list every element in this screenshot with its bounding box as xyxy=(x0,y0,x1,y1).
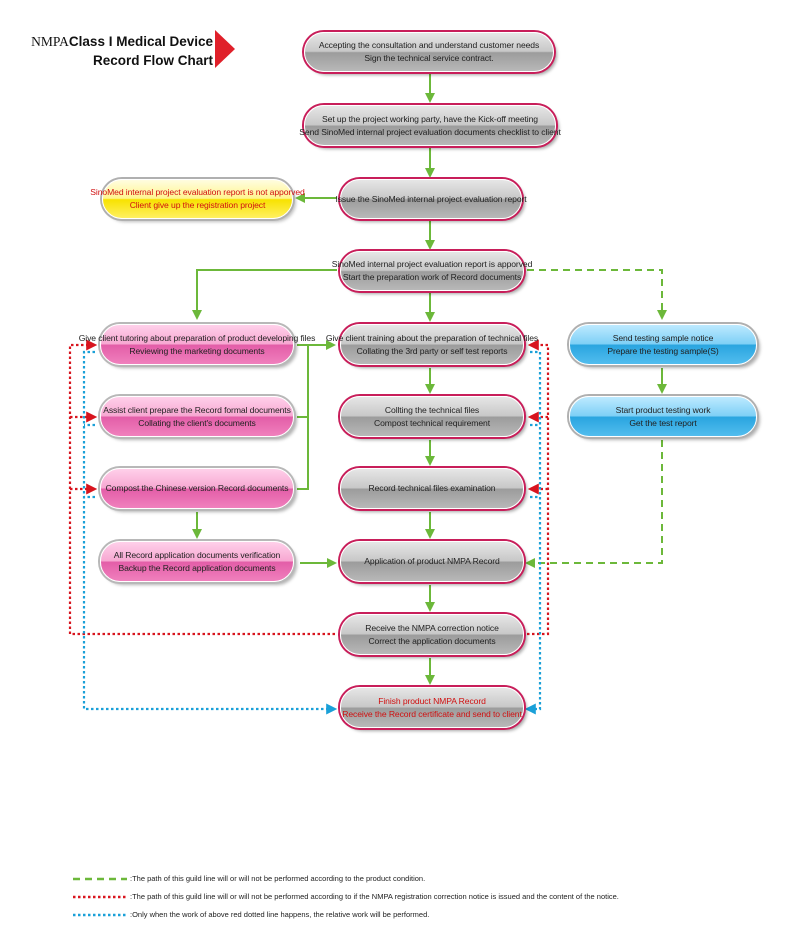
step-not-approved-line1: SinoMed internal project evaluation repo… xyxy=(90,187,305,197)
legend-blue-text: :Only when the work of above red dotted … xyxy=(130,910,430,919)
step-collating-line1: Collting the technical files xyxy=(384,404,480,415)
step-examination-line1: Record technical files examination xyxy=(368,483,496,493)
step-correction-line2: Correct the application documents xyxy=(368,635,496,646)
step-consultation-line1: Accepting the consultation and understan… xyxy=(318,40,540,50)
step-approved: SinoMed internal project evaluation repo… xyxy=(332,251,532,291)
step-assist: Assist client prepare the Record formal … xyxy=(100,396,294,437)
step-training-line1: Give client training about the preparati… xyxy=(325,332,539,343)
title-prefix: NMPA xyxy=(31,34,69,49)
step-chinese: Compost the Chinese version Record docum… xyxy=(100,468,294,509)
step-collating: Collting the technical files Compost tec… xyxy=(340,396,524,437)
legend-green-dashed: :The path of this guild line will or wil… xyxy=(72,874,425,883)
step-assist-line1: Assist client prepare the Record formal … xyxy=(103,404,291,415)
step-tutoring-line2: Reviewing the marketing documents xyxy=(129,345,265,356)
red-dotted-line-icon xyxy=(73,895,127,898)
step-verification-line2: Backup the Record application documents xyxy=(118,562,276,573)
step-evaluation-report: Issue the SinoMed internal project evalu… xyxy=(335,179,527,219)
step-verification: All Record application documents verific… xyxy=(100,541,294,582)
step-project-party: Set up the project working party, have t… xyxy=(299,105,561,146)
page-title: NMPAClass I Medical Device Record Flow C… xyxy=(20,32,213,70)
step-consultation: Accepting the consultation and understan… xyxy=(304,32,554,72)
step-assist-line2: Collating the client's documents xyxy=(138,417,256,428)
legend-red-text: :The path of this guild line will or wil… xyxy=(130,892,619,901)
dashed-testing-to-application xyxy=(525,440,663,568)
step-testing-work-line2: Get the test report xyxy=(629,417,697,428)
step-examination: Record technical files examination xyxy=(340,468,524,509)
step-not-approved-line2: Client give up the registration project xyxy=(129,200,266,210)
blue-dotted-left-to-finish xyxy=(82,350,338,715)
step-correction-line1: Receive the NMPA correction notice xyxy=(365,622,499,633)
legend-green-text: :The path of this guild line will or wil… xyxy=(130,874,426,883)
step-evaluation-report-line1: Issue the SinoMed internal project evalu… xyxy=(335,193,527,204)
legend-red-dotted: :The path of this guild line will or wil… xyxy=(72,892,619,901)
title-arrow-icon xyxy=(215,30,235,68)
blue-dotted-line-icon xyxy=(73,913,127,916)
step-project-party-line1: Set up the project working party, have t… xyxy=(322,113,538,124)
step-finish-line1: Finish product NMPA Record xyxy=(378,695,486,706)
step-correction: Receive the NMPA correction notice Corre… xyxy=(340,614,524,655)
step-not-approved: SinoMed internal project evaluation repo… xyxy=(90,179,305,219)
step-chinese-line1: Compost the Chinese version Record docum… xyxy=(105,483,289,493)
step-verification-line1: All Record application documents verific… xyxy=(113,549,281,560)
step-testing-notice: Send testing sample notice Prepare the t… xyxy=(569,324,757,365)
title-line2: Record Flow Chart xyxy=(92,53,213,68)
title-line1: Class I Medical Device xyxy=(68,34,213,49)
red-dotted-correction-left xyxy=(68,339,335,636)
blue-dotted-right-to-finish xyxy=(524,350,542,715)
step-testing-work: Start product testing work Get the test … xyxy=(569,396,757,437)
step-training: Give client training about the preparati… xyxy=(326,324,538,365)
step-testing-notice-line2: Prepare the testing sample(S) xyxy=(607,345,719,356)
step-approved-line1: SinoMed internal project evaluation repo… xyxy=(331,259,533,269)
step-consultation-line2: Sign the technical service contract. xyxy=(364,53,494,63)
step-project-party-line2: Send SinoMed internal project evaluation… xyxy=(299,126,561,137)
arrow-approved-to-tutoring xyxy=(192,269,337,320)
step-training-line2: Collating the 3rd party or self test rep… xyxy=(356,345,508,356)
step-approved-line2: Start the preparation work of Record doc… xyxy=(342,272,522,282)
step-tutoring: Give client tutoring about preparation o… xyxy=(79,324,315,365)
green-dashed-line-icon xyxy=(73,877,127,880)
step-collating-line2: Compost technical requirement xyxy=(373,417,491,428)
step-application-line1: Application of product NMPA Record xyxy=(364,556,500,566)
step-tutoring-line1: Give client tutoring about preparation o… xyxy=(78,332,316,343)
legend-blue-dotted: :Only when the work of above red dotted … xyxy=(72,910,429,919)
step-testing-work-line1: Start product testing work xyxy=(615,404,711,415)
dashed-approved-to-testing xyxy=(527,269,667,320)
step-application: Application of product NMPA Record xyxy=(340,541,524,582)
step-finish-line2: Receive the Record certificate and send … xyxy=(342,708,522,719)
step-finish: Finish product NMPA Record Receive the R… xyxy=(340,687,524,728)
step-testing-notice-line1: Send testing sample notice xyxy=(612,332,714,343)
